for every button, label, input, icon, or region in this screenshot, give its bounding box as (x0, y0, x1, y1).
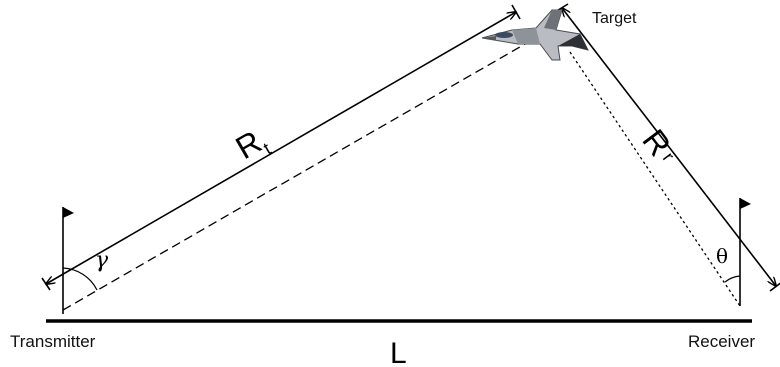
range-rx-endbar-end (769, 282, 780, 292)
range-tx-label: R t (230, 123, 275, 166)
transmit-path-dashed (62, 43, 526, 311)
range-tx-endbar-end (511, 4, 521, 20)
range-tx-endbar-start (41, 277, 51, 291)
fighter-jet-icon (481, 9, 589, 61)
receive-path-dotted (569, 51, 741, 307)
angle-arc-rx (724, 275, 741, 283)
angle-tx-label: γ (95, 248, 109, 273)
transmitter-flag-icon (62, 207, 74, 314)
receiver-label: Receiver (688, 332, 755, 351)
range-rx-arrow (562, 8, 776, 286)
angle-rx-label: θ (716, 244, 728, 268)
baseline-label: L (390, 337, 407, 367)
range-tx-arrow (46, 12, 516, 284)
target-label: Target (592, 10, 637, 27)
transmitter-label: Transmitter (10, 332, 96, 351)
angle-arc-tx (62, 267, 98, 291)
